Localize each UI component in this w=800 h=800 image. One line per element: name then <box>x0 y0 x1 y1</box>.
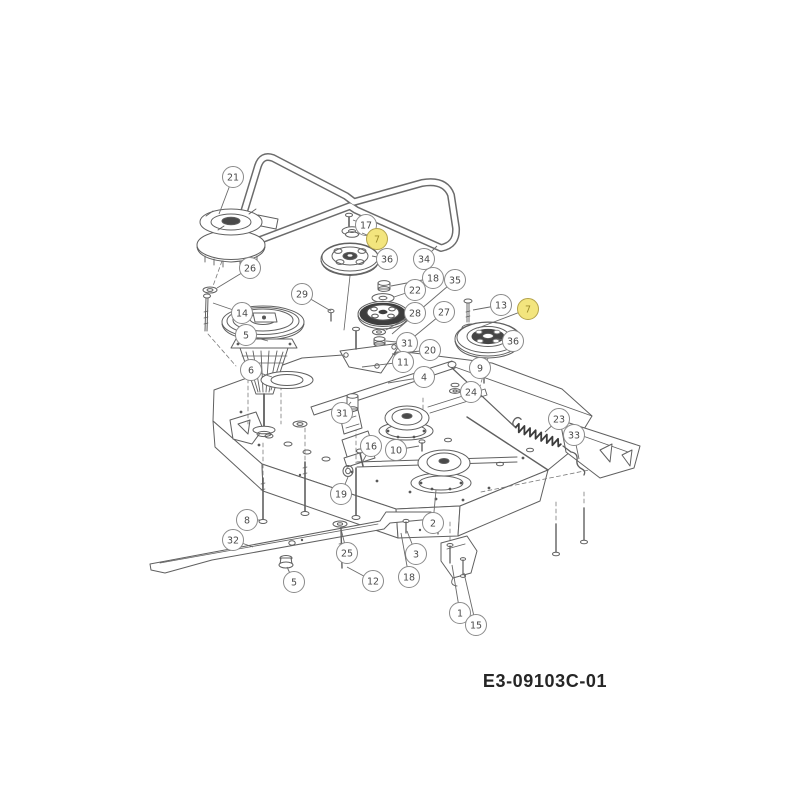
svg-text:16: 16 <box>365 442 377 453</box>
svg-text:9: 9 <box>477 364 483 375</box>
svg-text:1: 1 <box>457 609 463 620</box>
callout-27[interactable]: 27 <box>403 301 455 346</box>
callout-5[interactable]: 5 <box>283 566 305 593</box>
svg-text:5: 5 <box>243 331 249 342</box>
svg-text:24: 24 <box>465 388 477 399</box>
svg-text:20: 20 <box>424 346 436 357</box>
callout-9[interactable]: 9 <box>469 357 491 379</box>
svg-text:31: 31 <box>401 339 413 350</box>
callout-1[interactable]: 1 <box>449 564 471 624</box>
callout-10[interactable]: 10 <box>385 439 420 461</box>
callout-6[interactable]: 6 <box>240 359 273 381</box>
svg-text:33: 33 <box>568 431 580 442</box>
callout-8[interactable]: 8 <box>236 509 261 531</box>
callout-19[interactable]: 19 <box>330 476 352 505</box>
svg-text:28: 28 <box>409 309 421 320</box>
callout-4[interactable]: 4 <box>387 366 435 388</box>
svg-text:6: 6 <box>248 366 254 377</box>
callout-16[interactable]: 16 <box>360 435 382 462</box>
svg-text:15: 15 <box>470 621 482 632</box>
callout-31[interactable]: 31 <box>385 332 418 354</box>
clutch-bolt-hardware <box>202 286 218 332</box>
callout-23[interactable]: 23 <box>544 408 570 433</box>
svg-text:5: 5 <box>291 578 297 589</box>
assembly-guide-lines <box>207 260 595 543</box>
svg-text:7: 7 <box>374 235 380 246</box>
svg-text:4: 4 <box>421 373 427 384</box>
svg-text:8: 8 <box>244 516 250 527</box>
s-hook <box>562 445 586 476</box>
svg-text:19: 19 <box>335 490 347 501</box>
callout-3[interactable]: 3 <box>405 530 427 565</box>
spindle-assembly-right <box>410 449 472 494</box>
svg-text:23: 23 <box>553 415 565 426</box>
callout-36[interactable]: 36 <box>371 248 398 270</box>
callout-18[interactable]: 18 <box>398 532 420 588</box>
svg-text:22: 22 <box>409 286 421 297</box>
electric-pto-clutch <box>196 208 279 268</box>
mower-blade <box>149 461 433 574</box>
svg-text:35: 35 <box>449 276 461 287</box>
svg-text:10: 10 <box>390 446 402 457</box>
spindle-assembly-center <box>378 388 488 441</box>
callout-34[interactable]: 34 <box>413 245 438 270</box>
callout-32[interactable]: 32 <box>222 529 254 551</box>
svg-text:32: 32 <box>227 536 239 547</box>
callout-7[interactable]: 7 <box>361 228 388 250</box>
svg-text:31: 31 <box>336 409 348 420</box>
callout-25[interactable]: 25 <box>336 528 358 564</box>
extension-spring <box>451 367 586 476</box>
callout-2[interactable]: 2 <box>422 489 444 534</box>
svg-text:18: 18 <box>427 274 439 285</box>
callout-5[interactable]: 5 <box>235 324 269 346</box>
svg-text:3: 3 <box>413 550 419 561</box>
svg-text:29: 29 <box>296 290 308 301</box>
callout-11[interactable]: 11 <box>361 351 414 373</box>
callout-31[interactable]: 31 <box>331 401 353 424</box>
svg-text:27: 27 <box>438 308 450 319</box>
callout-21[interactable]: 21 <box>218 166 244 215</box>
svg-text:7: 7 <box>525 305 531 316</box>
callout-14[interactable]: 14 <box>212 302 253 324</box>
svg-text:21: 21 <box>227 173 239 184</box>
svg-text:14: 14 <box>236 309 248 320</box>
svg-text:26: 26 <box>244 264 256 275</box>
drive-belt <box>232 153 461 252</box>
svg-text:36: 36 <box>381 255 393 266</box>
callout-35[interactable]: 35 <box>391 269 466 335</box>
callout-36[interactable]: 36 <box>496 330 524 352</box>
arm-pivot-bolt <box>327 308 335 322</box>
callout-28[interactable]: 28 <box>385 302 426 331</box>
corner-bracket <box>440 535 478 587</box>
svg-text:36: 36 <box>507 337 519 348</box>
svg-text:25: 25 <box>341 549 353 560</box>
callout-33[interactable]: 33 <box>563 424 585 460</box>
svg-text:13: 13 <box>495 301 507 312</box>
callout-22[interactable]: 22 <box>393 279 426 301</box>
callout-24[interactable]: 24 <box>456 381 482 403</box>
svg-text:17: 17 <box>360 221 372 232</box>
callout-12[interactable]: 12 <box>346 566 384 592</box>
svg-text:12: 12 <box>367 577 379 588</box>
callout-15[interactable]: 15 <box>463 572 487 636</box>
svg-text:18: 18 <box>403 573 415 584</box>
v-idler-pulley-middle <box>357 280 409 364</box>
svg-text:11: 11 <box>397 358 409 369</box>
callout-13[interactable]: 13 <box>472 294 512 316</box>
svg-text:34: 34 <box>418 255 430 266</box>
diagram-code: E3-09103C-01 <box>483 671 607 691</box>
svg-text:2: 2 <box>430 519 436 530</box>
callout-26[interactable]: 26 <box>216 257 261 289</box>
exploded-view-artwork <box>149 153 641 587</box>
callout-7[interactable]: 7 <box>477 298 539 329</box>
callout-29[interactable]: 29 <box>291 283 332 312</box>
